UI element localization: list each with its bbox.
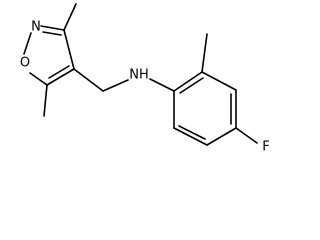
bond-o1-n2 [23,32,32,55]
atom-label-isoxazole-o: O [20,56,30,71]
bond-c-f [235,127,258,144]
bond-c5-o1 [29,72,48,86]
bond-c4-c5 [46,68,75,86]
structure-canvas: N O NH F [20,3,270,155]
atom-label-fluorine: F [262,140,269,155]
atom-label-amine-nh: NH [129,68,149,83]
bond-a1-a2-double [179,77,204,94]
atom-label-isoxazole-n: N [31,20,41,35]
bond-c4-ch2 [73,68,104,92]
bond-a5-a6 [173,127,208,146]
bond-methyl-c5 [43,84,48,117]
bond-a4-a5 [206,127,237,146]
bond-a1-a2 [173,71,203,92]
bond-nh-aryl [149,78,175,92]
isoxazole-ring [23,25,75,86]
bond-ch2-nh [102,79,129,92]
benzene-ring [173,71,237,146]
molecule-structure: N O NH F [20,3,270,155]
bond-n2-c3 [40,25,65,31]
bond-a2-a3 [201,71,237,91]
bond-c4-c5-double [48,65,70,79]
bond-methyl-c3 [63,3,77,31]
bond-n2-c3-double [42,31,62,36]
bond-a5-a6-double [178,125,206,140]
bond-methyl-aryl [201,33,208,73]
bond-c3-c4 [63,29,75,70]
